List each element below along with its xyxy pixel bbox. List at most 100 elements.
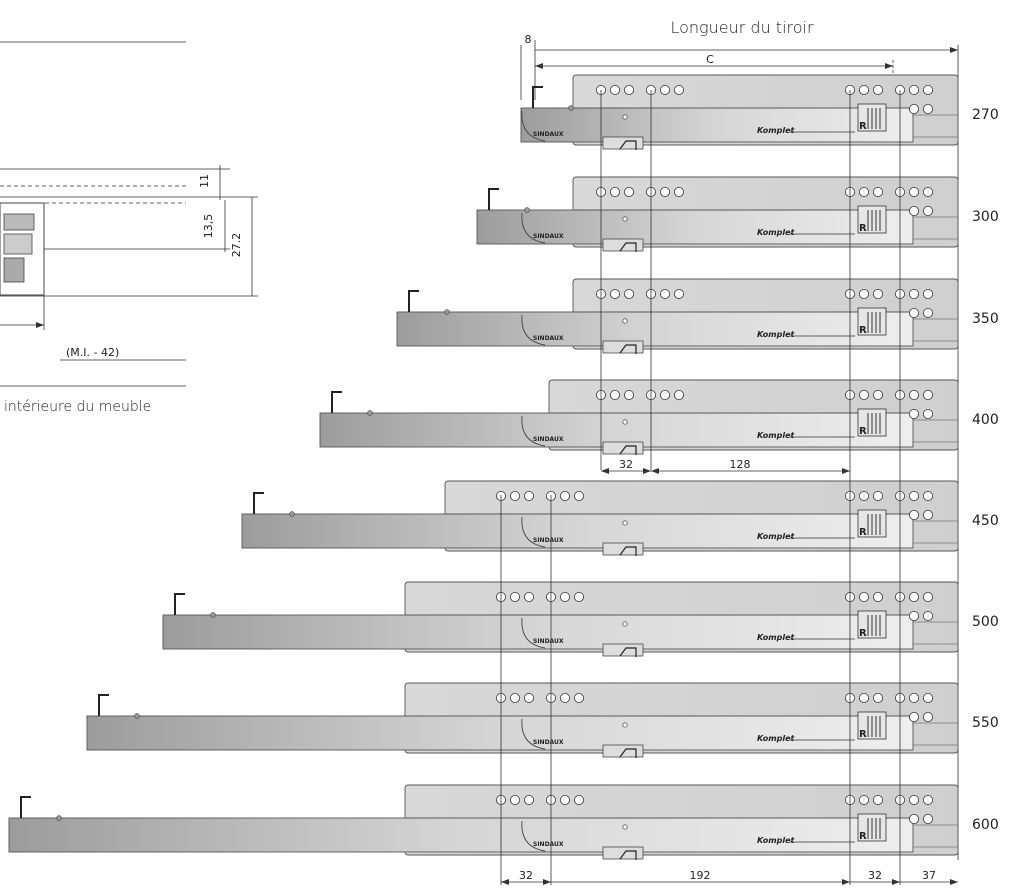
front-bump [210,612,216,618]
front-clip-hook [619,445,637,455]
mid-arrow-b [643,468,651,474]
mount-hole [923,509,934,520]
mount-hole [574,795,585,806]
r-mark: R [859,729,867,740]
mount-hole [909,592,920,603]
mount-hole [624,389,635,400]
brand-script: Komplet [757,431,795,440]
slide-length-label: 550 [972,715,999,731]
mount-hole [873,288,884,299]
mount-hole [909,795,920,806]
brand-script: Komplet [757,734,795,743]
mount-hole [909,205,920,216]
mid-dim-32: 32 [619,458,633,471]
center-hole [622,824,628,830]
mount-hole [509,693,520,704]
mount-hole [909,509,920,520]
slide-length-label: 400 [972,412,999,428]
r-mark: R [859,426,867,437]
runner-brand: SINDAUX [533,131,564,138]
mount-hole [574,592,585,603]
mount-hole [909,186,920,197]
bottom-dim-192: 192 [690,869,711,882]
mount-hole [873,389,884,400]
runner-curve [521,718,546,750]
r-mark: R [859,223,867,234]
mount-hole [909,307,920,318]
mount-hole [859,592,870,603]
mount-hole [923,693,934,704]
mount-hole [859,288,870,299]
mount-hole [909,611,920,622]
side-section-view: 11 13,5 27.2 (M.I. - 42) intérieure du m… [0,41,258,415]
front-hook [532,86,543,108]
runner-profile-part-2 [3,233,33,255]
mount-hole [859,795,870,806]
center-hole [622,318,628,324]
slide-extension-bar [520,107,914,143]
runner-brand: SINDAUX [533,638,564,645]
header-title: Longueur du tiroir [670,18,814,37]
slide-extension-bar [8,817,914,853]
slide-extension-bar [241,513,914,549]
slide-extension-bar [319,412,914,448]
brand-script: Komplet [757,330,795,339]
bottom-dim-32b: 32 [868,869,882,882]
mid-arrow-d [842,468,850,474]
front-hook [331,391,342,413]
front-bump [444,309,450,315]
bottom-arrow-b [543,879,551,885]
c-arrow-left [535,63,543,69]
mount-hole [610,389,621,400]
slide-length-label: 270 [972,107,999,123]
runner-curve [521,617,546,649]
center-hole [622,621,628,627]
mount-hole [674,186,685,197]
front-hook [253,492,264,514]
front-clip [602,340,644,354]
mi-label: (M.I. - 42) [66,346,119,359]
center-hole [622,419,628,425]
r-mark: R [859,628,867,639]
mount-hole [524,592,535,603]
mount-hole [524,795,535,806]
mount-hole [873,186,884,197]
dim-27-2-label: 27.2 [230,233,243,258]
mount-hole [923,795,934,806]
mount-hole [923,104,934,115]
dim-13-5-label: 13,5 [202,214,215,239]
mount-hole [674,288,685,299]
mount-hole [524,693,535,704]
runner-profile-outline [0,202,45,296]
mount-hole [660,186,671,197]
mount-hole [560,490,571,501]
mount-hole [909,814,920,825]
center-hole [622,216,628,222]
mount-hole [873,592,884,603]
slide-extension-bar [396,311,914,347]
center-hole [622,722,628,728]
runner-brand: SINDAUX [533,537,564,544]
center-hole [622,520,628,526]
mount-hole [923,712,934,723]
brand-script: Komplet [757,126,795,135]
center-hole [622,114,628,120]
mount-hole [660,389,671,400]
mount-hole [909,490,920,501]
mount-hole [859,490,870,501]
front-clip-hook [619,546,637,556]
bottom-arrow-d [892,879,900,885]
bottom-dim-37: 37 [922,869,936,882]
runner-curve [521,314,546,346]
runner-curve [521,415,546,447]
front-bump [367,410,373,416]
r-mark: R [859,527,867,538]
front-bump [568,105,574,111]
bottom-dim-32a: 32 [519,869,533,882]
